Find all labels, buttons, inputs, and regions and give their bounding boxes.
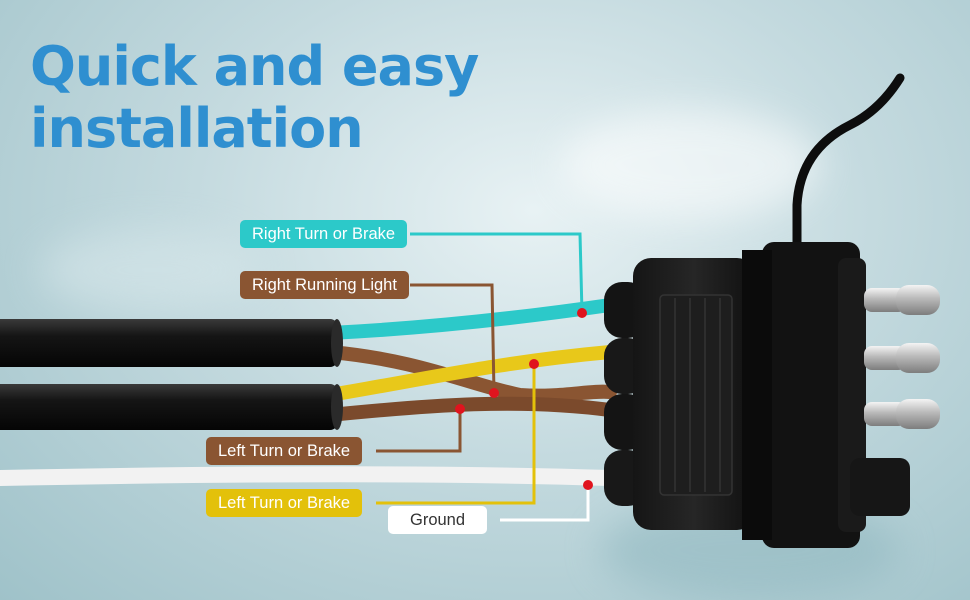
wire-brown-left-turn (323, 396, 617, 422)
background-blur-shape (560, 110, 820, 220)
leader-line-right-running (410, 283, 496, 394)
wire-brown-right-running (323, 345, 617, 403)
loop-cable (792, 73, 905, 263)
background-blur-shape (40, 230, 260, 310)
title-line-1: Quick and easy (30, 35, 479, 98)
label-right-running-light: Right Running Light (240, 271, 409, 299)
marker-dot (577, 308, 587, 318)
plug-pin (864, 343, 940, 373)
marker-dot (455, 404, 465, 414)
wire-yellow (323, 345, 617, 402)
wire-cyan (323, 298, 617, 340)
label-ground: Ground (388, 506, 488, 534)
leader-line-left-turn-brown (376, 409, 462, 453)
cable-jacket-bottom-end (331, 384, 343, 430)
plug-pin (864, 399, 940, 429)
marker-dot (583, 480, 593, 490)
label-left-turn-or-brake-brown: Left Turn or Brake (206, 437, 363, 465)
trailer-plug-connector (604, 242, 910, 548)
marker-dot (489, 388, 499, 398)
title-line-2: installation (30, 97, 364, 160)
label-right-turn-or-brake: Right Turn or Brake (240, 220, 408, 248)
leader-line-left-turn-yellow (376, 364, 536, 505)
page-title: Quick and easy installation (30, 35, 479, 160)
wire-white-ground (0, 466, 618, 486)
leader-line-right-turn (410, 232, 584, 314)
cable-jacket-top-end (331, 319, 343, 367)
marker-dot (529, 359, 539, 369)
leader-line-ground (500, 485, 590, 522)
plug-pin (864, 285, 940, 315)
cable-jacket-bottom (0, 384, 338, 430)
label-left-turn-or-brake-yellow: Left Turn or Brake (206, 489, 363, 517)
cable-jacket-top (0, 319, 338, 367)
